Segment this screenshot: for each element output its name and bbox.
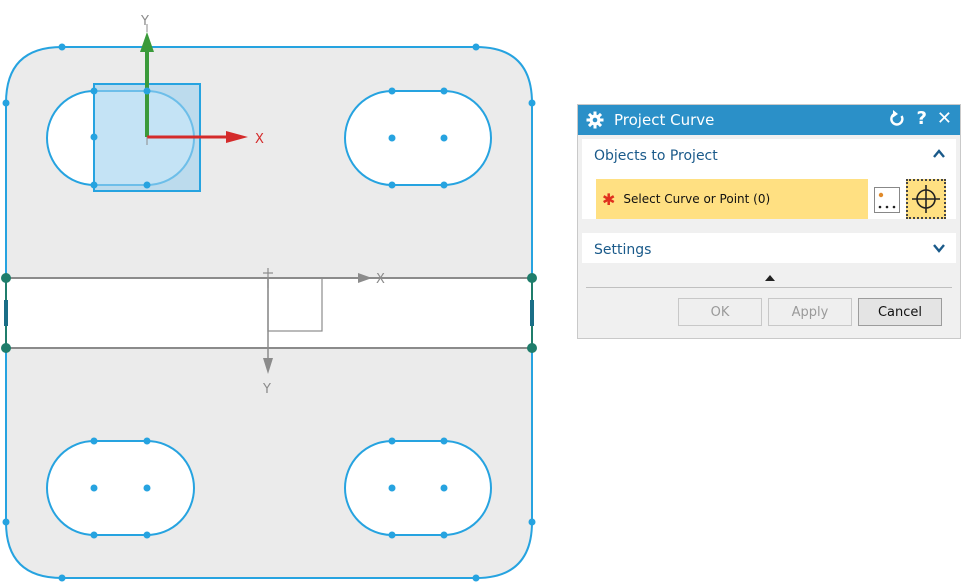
axis-y-2-label: Y	[262, 382, 271, 397]
axis-x-2-arrow	[358, 273, 372, 283]
collapse-arrow-icon[interactable]	[764, 273, 776, 283]
sketch-point[interactable]	[90, 181, 98, 189]
close-icon[interactable]: ✕	[936, 108, 952, 129]
sketch-point[interactable]	[472, 574, 480, 582]
sketch-point[interactable]	[90, 437, 98, 445]
settings-group: Settings	[582, 233, 956, 263]
title-controls: ? ✕	[888, 108, 952, 130]
chevron-down-icon[interactable]	[932, 241, 946, 255]
point-dialog-button[interactable]	[874, 187, 900, 213]
slot-bottom-right[interactable]	[344, 440, 492, 536]
gear-icon	[586, 111, 604, 129]
sketch-point[interactable]	[2, 518, 10, 526]
sketch-point[interactable]	[2, 99, 10, 107]
dialog-separator	[586, 287, 952, 288]
ok-button[interactable]: OK	[678, 298, 762, 326]
axis-x-1-label: X	[255, 132, 264, 147]
axis-x-1-arrow	[226, 131, 248, 143]
help-icon[interactable]: ?	[916, 108, 927, 129]
band-node[interactable]	[1, 343, 11, 353]
sketch-point[interactable]	[440, 484, 448, 492]
sketch-point[interactable]	[143, 484, 151, 492]
axis-x-2-label: X	[376, 272, 385, 287]
sketch-point[interactable]	[388, 181, 396, 189]
center-band	[6, 278, 532, 348]
sketch-point[interactable]	[90, 531, 98, 539]
sketch-point[interactable]	[388, 531, 396, 539]
band-node[interactable]	[527, 273, 537, 283]
select-curve-label: Select Curve or Point (0)	[623, 192, 771, 206]
settings-header[interactable]: Settings	[594, 242, 652, 258]
band-marker-left	[4, 300, 8, 326]
sketch-point[interactable]	[472, 43, 480, 51]
objects-to-project-group: Objects to Project ✱ Select Curve or Poi…	[582, 139, 956, 219]
sketch-point[interactable]	[143, 181, 151, 189]
band-node[interactable]	[527, 343, 537, 353]
sketch-point[interactable]	[440, 437, 448, 445]
band-nodes[interactable]	[1, 273, 537, 353]
axis-y-1-label: Y	[140, 14, 149, 29]
crosshair-icon	[912, 185, 940, 213]
sketch-point[interactable]	[388, 484, 396, 492]
sketch-point[interactable]	[143, 87, 151, 95]
datum-csys-2[interactable]: X Y	[262, 268, 385, 397]
slot-bottom-left[interactable]	[46, 440, 195, 536]
sketch-point[interactable]	[388, 134, 396, 142]
dialog-titlebar[interactable]: Project Curve ? ✕	[578, 105, 960, 135]
objects-to-project-header[interactable]: Objects to Project	[594, 148, 718, 164]
reset-icon[interactable]	[888, 108, 906, 130]
sketch-point[interactable]	[388, 87, 396, 95]
required-marker: ✱	[602, 189, 616, 209]
project-curve-dialog: Project Curve ? ✕ Objects to Project ✱ S…	[577, 104, 961, 339]
sketch-point[interactable]	[440, 87, 448, 95]
select-curve-or-point[interactable]: ✱ Select Curve or Point (0)	[596, 179, 868, 219]
sketch-points[interactable]	[2, 43, 536, 582]
cancel-button[interactable]: Cancel	[858, 298, 942, 326]
sketch-point[interactable]	[143, 531, 151, 539]
band-node[interactable]	[1, 273, 11, 283]
sketch-point[interactable]	[143, 437, 151, 445]
chevron-up-icon[interactable]	[932, 147, 946, 161]
sketch-point[interactable]	[440, 531, 448, 539]
sketch-point[interactable]	[58, 574, 66, 582]
sketch-point[interactable]	[90, 87, 98, 95]
slot-top-right[interactable]	[344, 90, 492, 186]
sketch-point[interactable]	[528, 99, 536, 107]
sketch-point[interactable]	[440, 134, 448, 142]
axis-y-1-arrow	[140, 32, 154, 52]
apply-button[interactable]: Apply	[768, 298, 852, 326]
sketch-point[interactable]	[440, 181, 448, 189]
sketch-point[interactable]	[528, 518, 536, 526]
band-marker-right	[530, 300, 534, 326]
sketch-point[interactable]	[90, 484, 98, 492]
sketch-point[interactable]	[58, 43, 66, 51]
point-dialog-icon	[878, 192, 896, 209]
axis-y-2-arrow	[263, 358, 273, 374]
sketch-point[interactable]	[388, 437, 396, 445]
datum-csys-1[interactable]: Y X	[140, 14, 264, 147]
sketch-point[interactable]	[90, 133, 98, 141]
snap-point-button[interactable]	[906, 179, 946, 219]
dialog-title: Project Curve	[614, 111, 715, 129]
